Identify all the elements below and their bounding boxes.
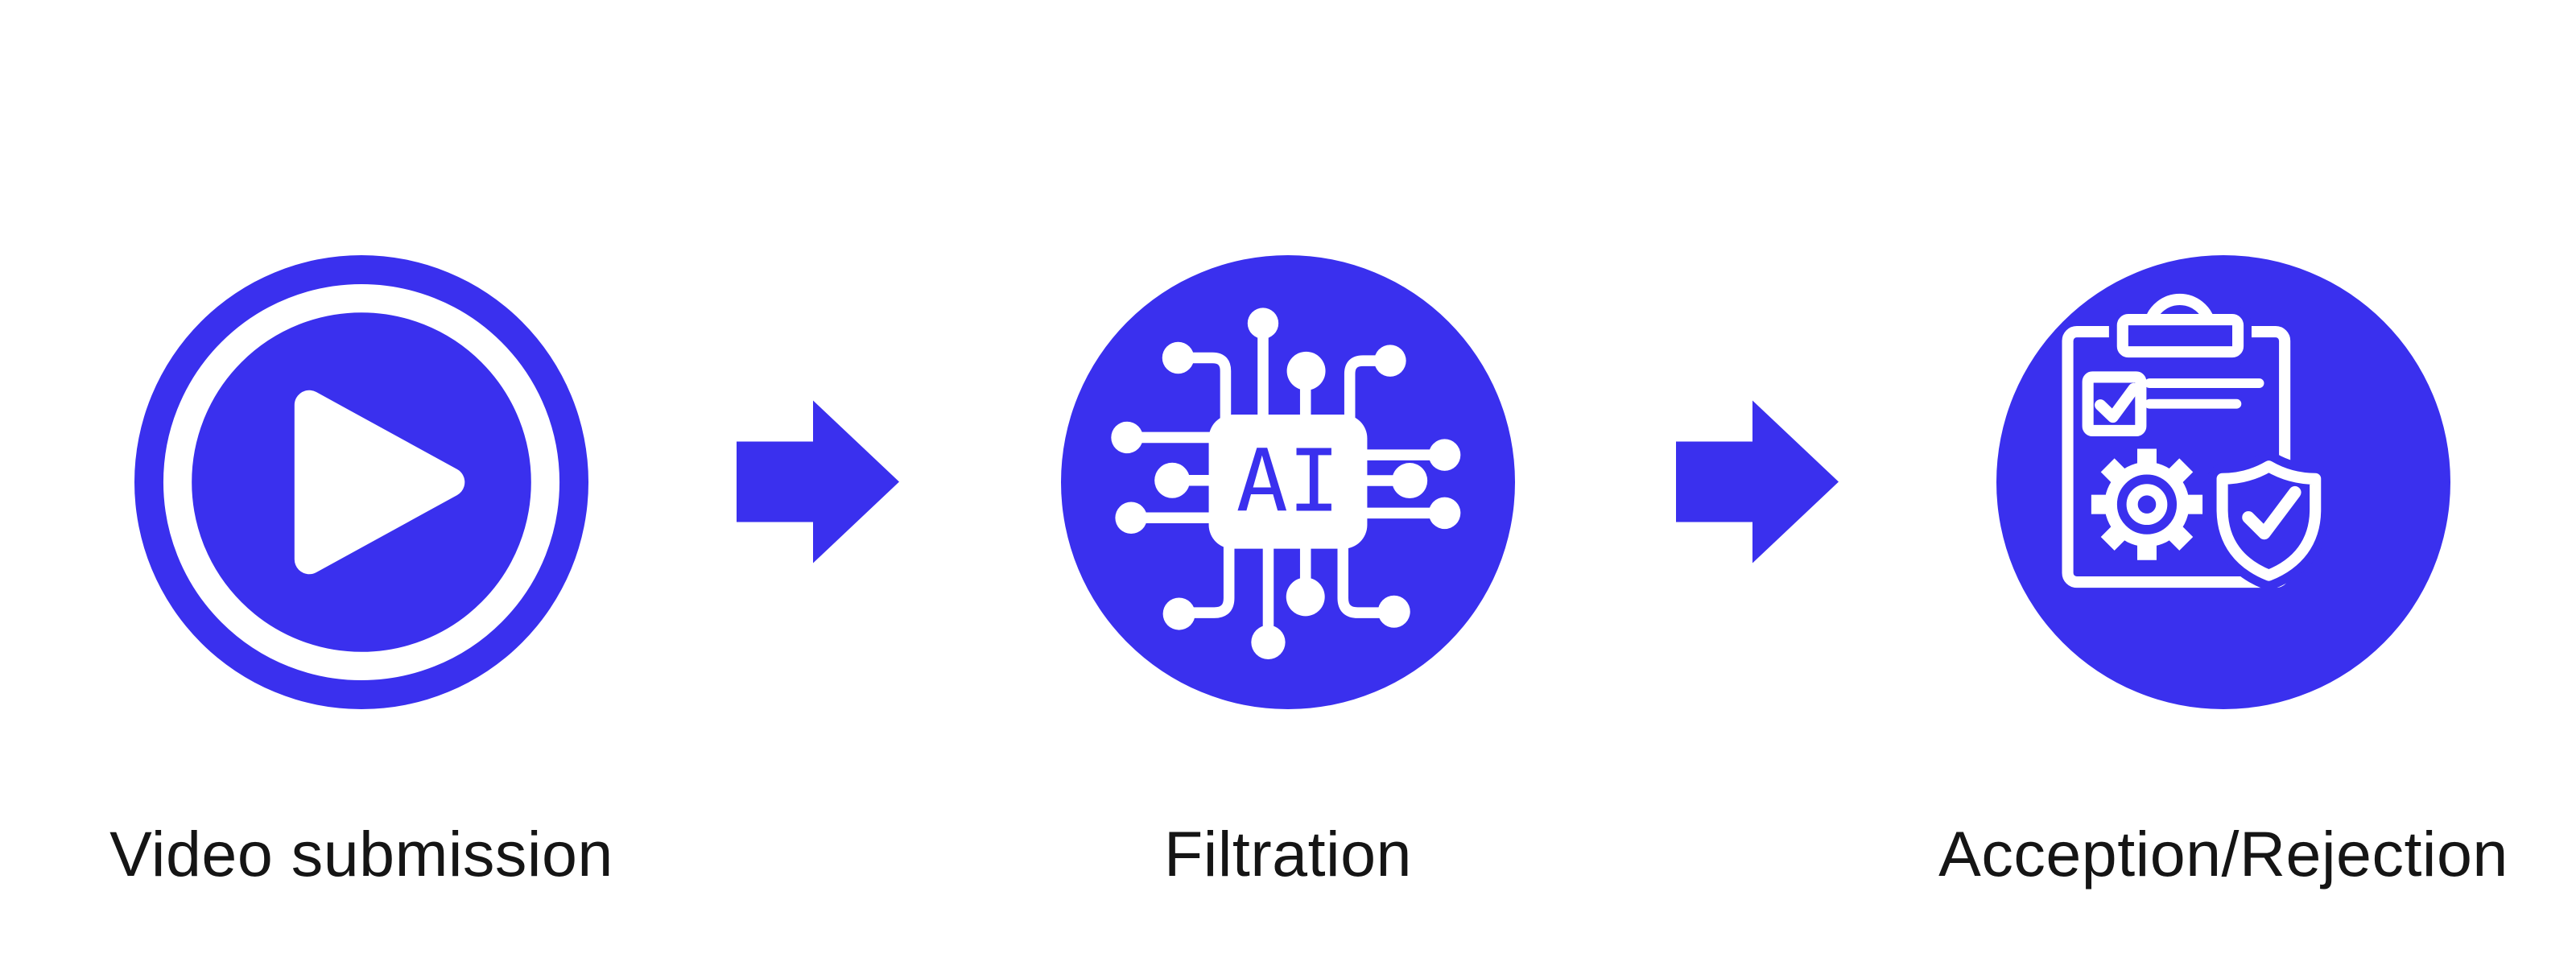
block-arrow-right-icon <box>737 400 899 564</box>
chip-body <box>1208 414 1368 549</box>
ai-chip-icon: AI <box>1061 255 1515 709</box>
checkbox-check-icon <box>2095 382 2140 423</box>
circuit-nodes <box>1111 308 1461 659</box>
step-label-video-submission: Video submission <box>109 818 613 890</box>
play-triangle <box>294 390 465 575</box>
checkbox <box>2082 371 2147 437</box>
shield-check-icon <box>2207 451 2330 590</box>
play-ring <box>163 283 560 681</box>
clipboard-approval-icon <box>1996 255 2450 709</box>
clipboard-clip <box>2116 314 2244 358</box>
document-text-lines <box>2145 378 2264 409</box>
block-arrow-right-icon <box>1676 400 1839 564</box>
step-label-filtration: Filtration <box>1164 818 1412 890</box>
play-button-icon <box>134 255 588 709</box>
step-label-acception-rejection: Acception/Rejection <box>1938 818 2508 890</box>
gear-icon <box>2091 448 2203 560</box>
clip-handle <box>2144 293 2215 325</box>
chip-text: AI <box>1236 431 1340 531</box>
